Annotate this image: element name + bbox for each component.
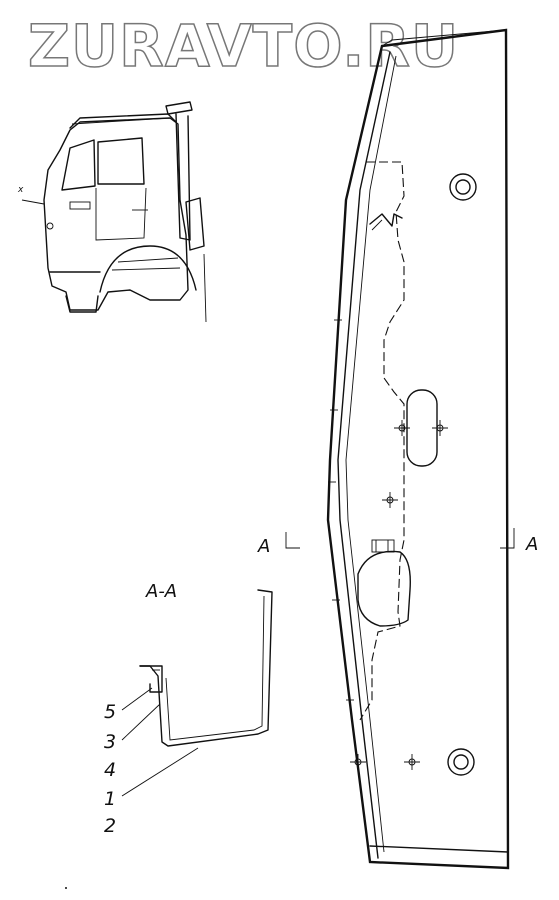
callout-5: 5: [104, 701, 116, 723]
section-a-a-detail: A-A 5 3 4 1 2: [104, 581, 273, 837]
callout-4: 4: [104, 759, 116, 781]
watermark-text: ZURAVTO.RU: [28, 12, 459, 80]
truck-cab-illustration: x: [17, 101, 207, 323]
section-title: A-A: [145, 581, 177, 602]
section-cut-label-left: A: [257, 536, 270, 557]
cab-callout-x: x: [17, 185, 24, 195]
stray-mark: [65, 887, 67, 889]
section-cut-label-right: A: [525, 534, 538, 555]
callout-2: 2: [104, 815, 116, 837]
trim-panel-drawing: A A: [257, 28, 538, 870]
callout-1: 1: [104, 788, 116, 810]
callout-3: 3: [104, 731, 116, 753]
